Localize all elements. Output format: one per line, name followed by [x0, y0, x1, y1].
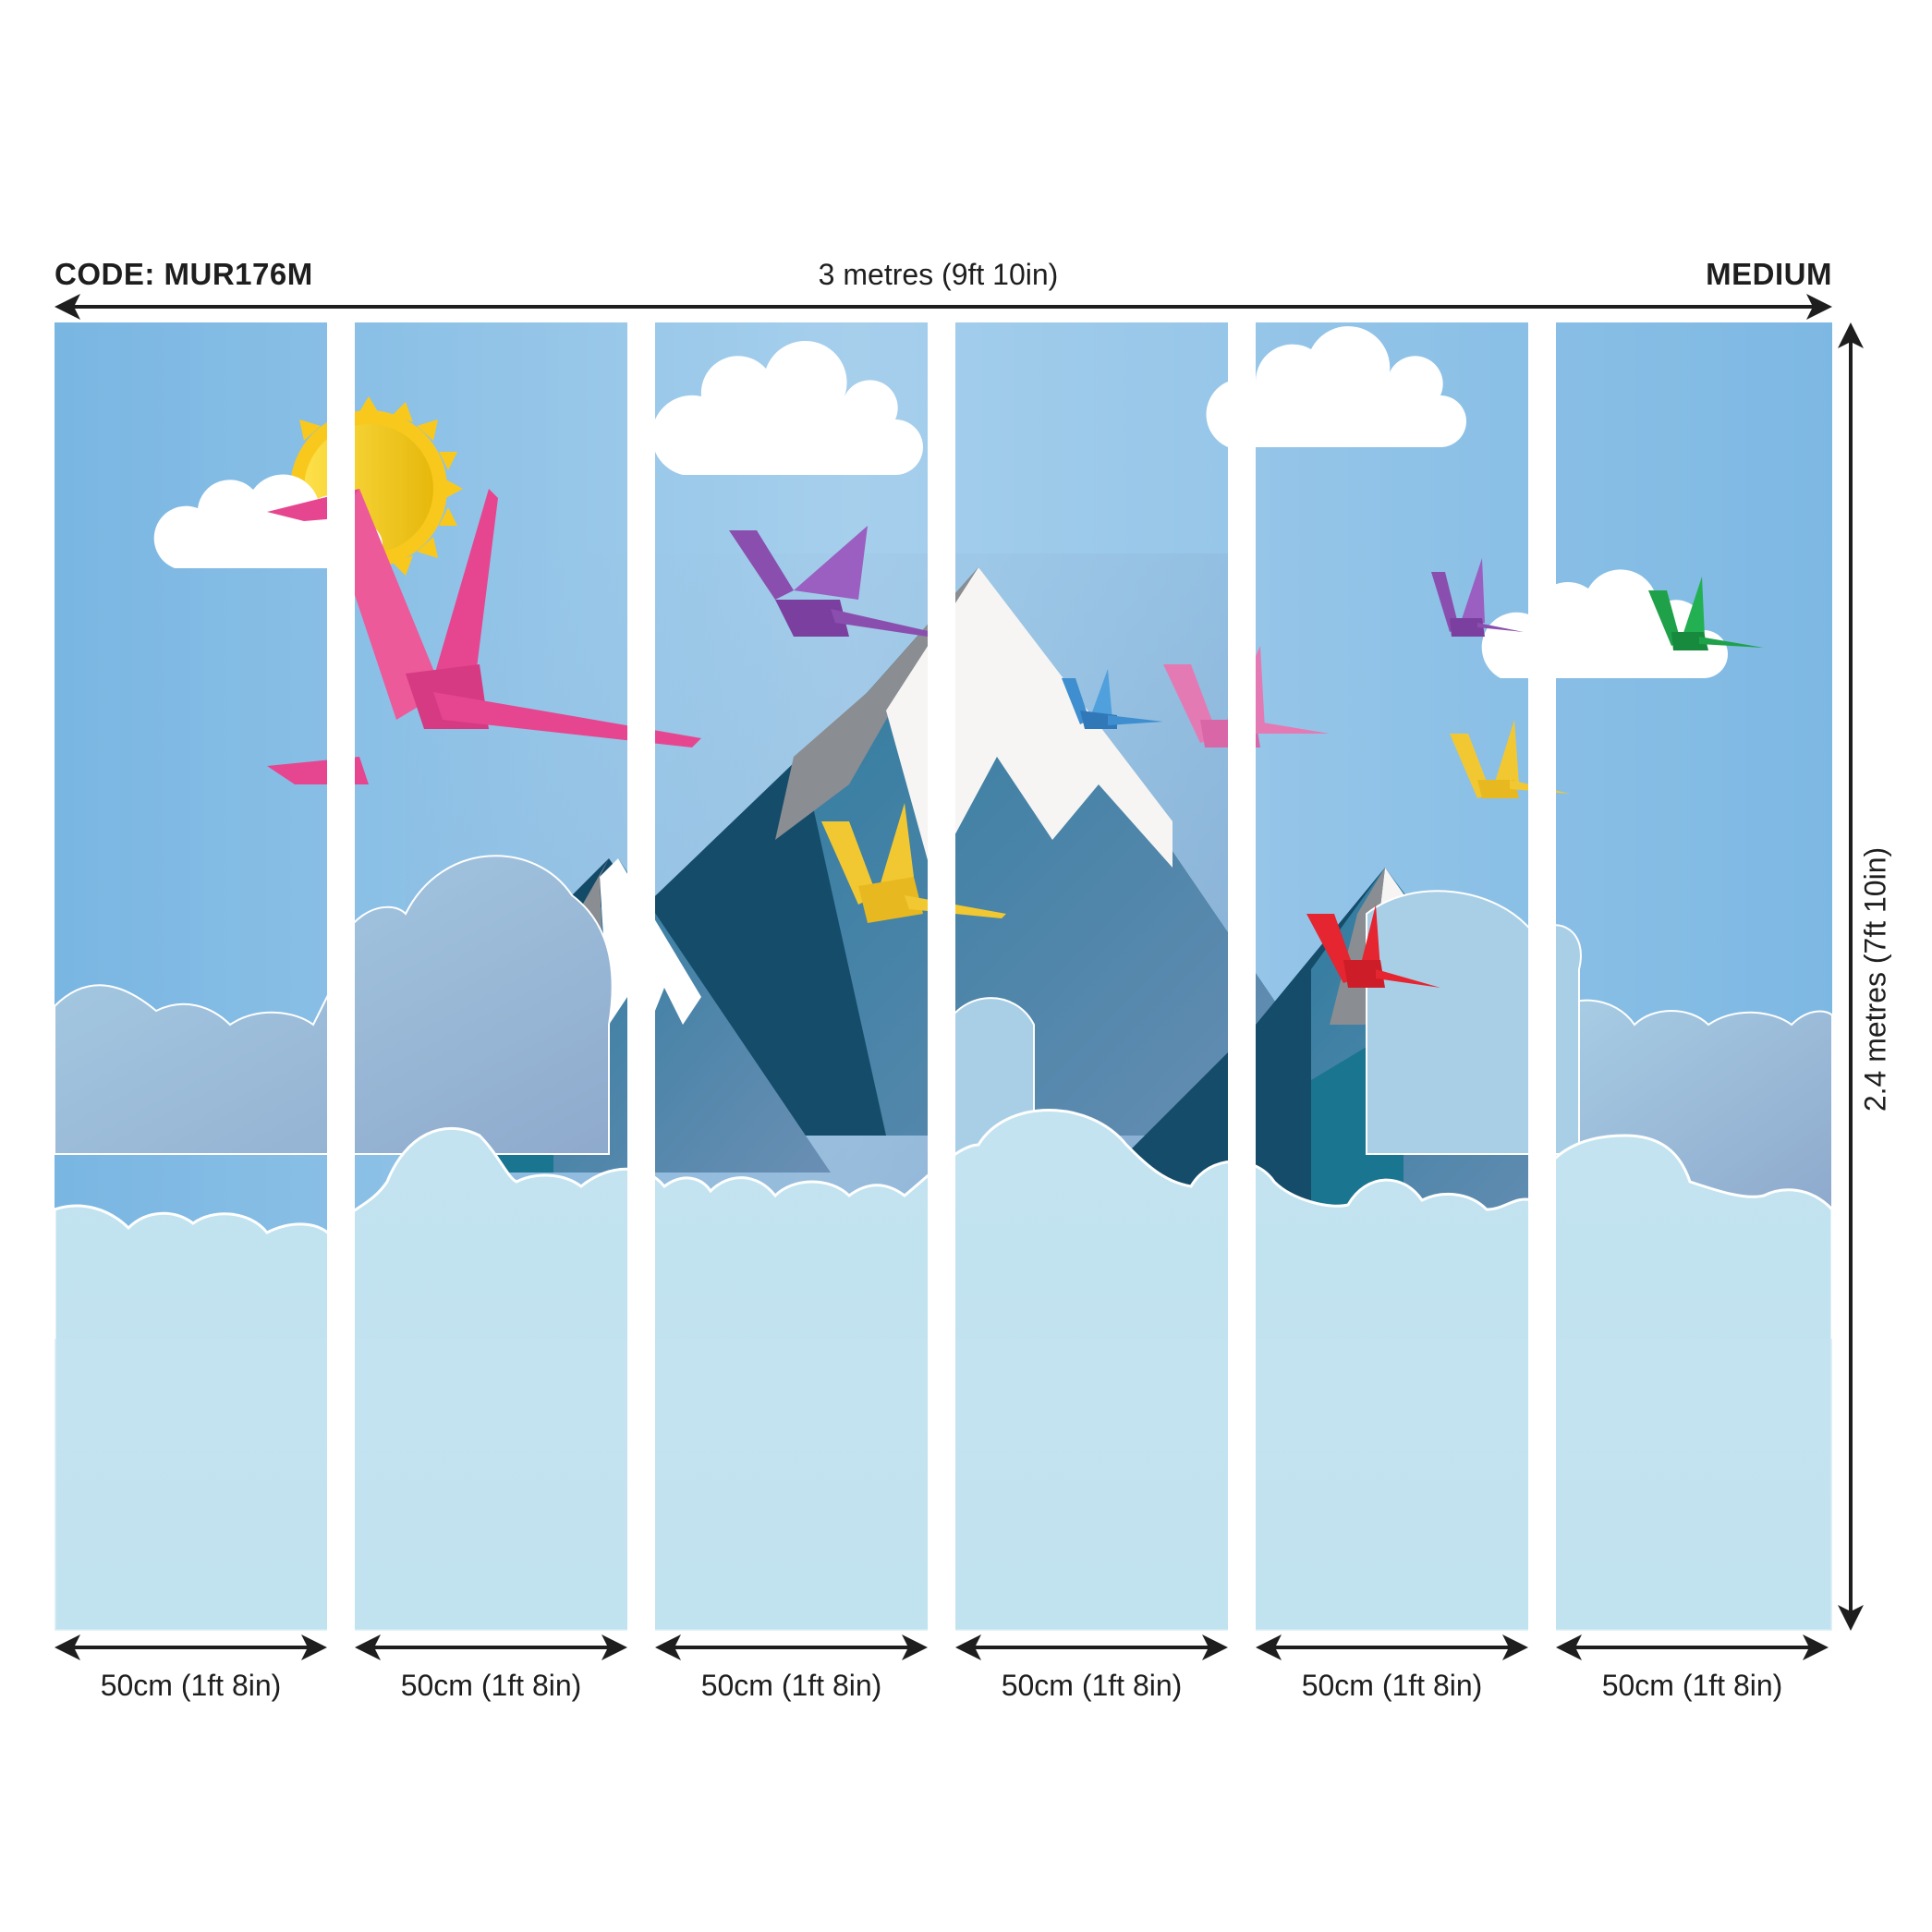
red-crane-icon	[1306, 905, 1440, 988]
height-label: 2.4 metres (7ft 10in)	[1858, 846, 1892, 1112]
panel-width-arrow-icon	[1256, 1634, 1528, 1660]
panel-gap	[627, 314, 655, 1645]
purple-small-crane-icon	[1431, 558, 1524, 637]
panel-width-arrow-icon	[355, 1634, 627, 1660]
panel-width-label: 50cm (1ft 8in)	[1601, 1669, 1783, 1702]
panel-width-arrow-icon	[1556, 1634, 1829, 1660]
panel-width-arrow-icon	[55, 1634, 327, 1660]
panel-width-label: 50cm (1ft 8in)	[1001, 1669, 1183, 1702]
purple-crane-icon	[729, 526, 932, 637]
total-width-label: 3 metres (9ft 10in)	[818, 258, 1059, 291]
panel-width-label: 50cm (1ft 8in)	[700, 1669, 882, 1702]
size-label: MEDIUM	[1706, 257, 1832, 291]
product-code-label: CODE: MUR176M	[55, 257, 313, 291]
green-crane-icon	[1648, 577, 1764, 650]
panel-width-arrow-icon	[655, 1634, 928, 1660]
blue-crane-icon	[1062, 669, 1163, 729]
panel-gap	[928, 314, 955, 1645]
panel-gap	[1228, 314, 1256, 1645]
panel-width-label: 50cm (1ft 8in)	[1301, 1669, 1483, 1702]
panel-width-arrow-icon	[955, 1634, 1228, 1660]
panel-gap	[327, 314, 355, 1645]
panel-width-label: 50cm (1ft 8in)	[400, 1669, 582, 1702]
panel-gap	[1528, 314, 1556, 1645]
panel-width-label: 50cm (1ft 8in)	[100, 1669, 282, 1702]
